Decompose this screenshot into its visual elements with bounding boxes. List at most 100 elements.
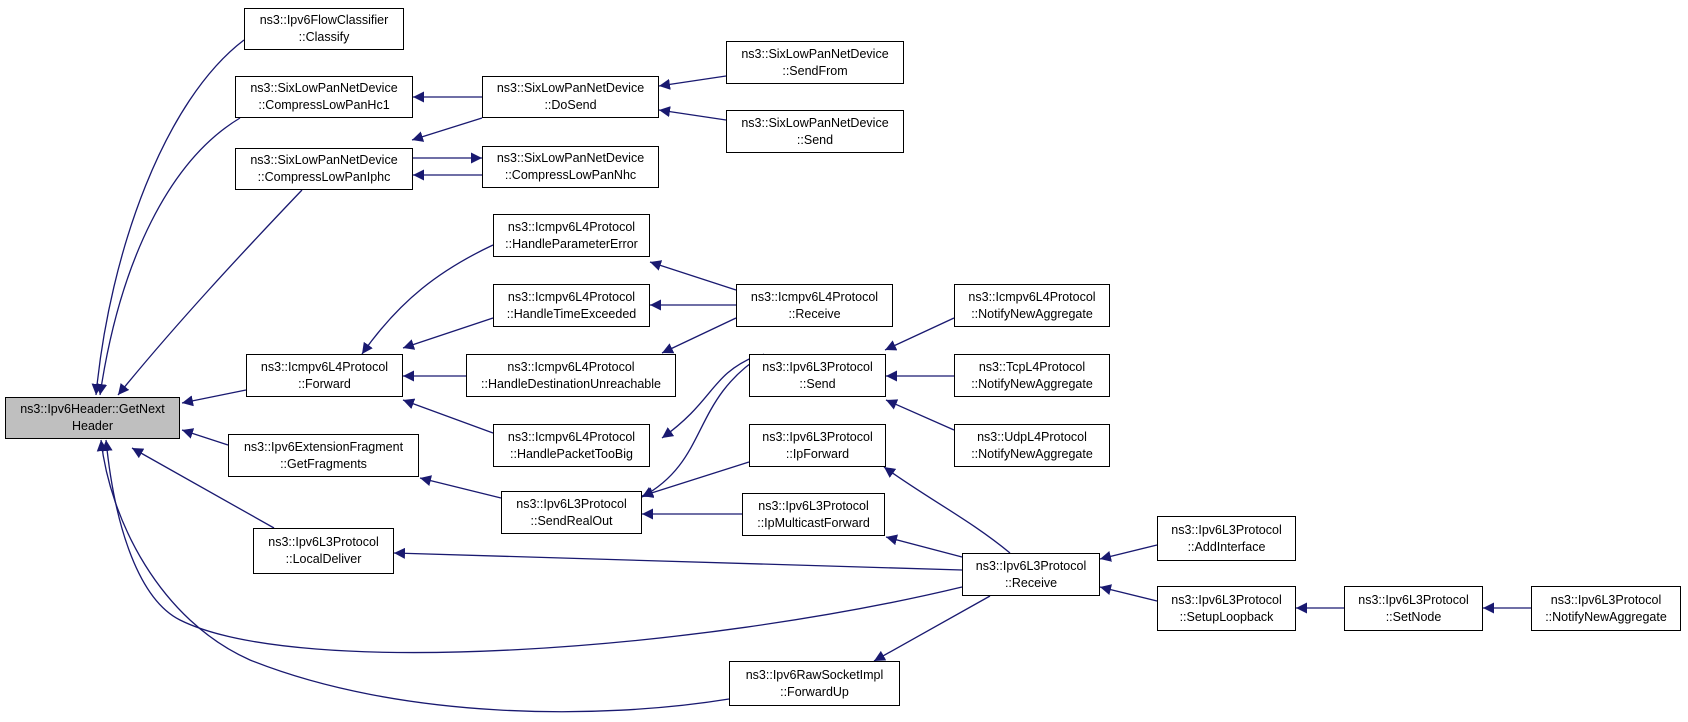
edge-hpe-to-forward: [361, 244, 494, 355]
node-label-line1: ns3::Icmpv6L4Protocol: [968, 289, 1096, 304]
node-sixlowpan-compresslowpanhc1[interactable]: ns3::SixLowPanNetDevice ::CompressLowPan…: [235, 76, 413, 118]
node-ipv6l3-ipforward[interactable]: ns3::Ipv6L3Protocol ::IpForward: [749, 424, 886, 467]
node-ipv6extensionfragment-getfragments[interactable]: ns3::Ipv6ExtensionFragment ::GetFragment…: [228, 434, 419, 477]
edge-l3recv-to-ipfwd: [883, 466, 1011, 554]
node-label-line2: ::DoSend: [544, 98, 597, 112]
node-label-line2: ::SetupLoopback: [1179, 609, 1274, 624]
node-ipv6header-getnextheader: ns3::Ipv6Header::GetNext Header: [5, 397, 180, 439]
node-label-line2: Header: [72, 419, 113, 433]
node-label-line1: ns3::SixLowPanNetDevice: [496, 81, 645, 95]
node-label-line2: ::HandleDestinationUnreachable: [481, 376, 661, 391]
node-ipv6l3-setuploopback[interactable]: ns3::Ipv6L3Protocol ::SetupLoopback: [1157, 586, 1296, 631]
edge-sendrealout-to-getfrag: [419, 475, 502, 499]
edge-l3receive-to-root: [101, 439, 963, 654]
node-label-line1: ns3::Ipv6L3Protocol: [1171, 592, 1282, 607]
node-label-line2: ::NotifyNewAggregate: [971, 306, 1093, 321]
node-label-line1: ns3::Ipv6L3Protocol: [762, 359, 873, 374]
node-icmpv6-forward[interactable]: ns3::Icmpv6L4Protocol ::Forward: [246, 354, 403, 397]
edge-nnaicmp-to-l3send: [884, 317, 955, 351]
edge-sendfrom-to-dosend: [658, 75, 727, 90]
node-tcpl4-notifynewaggregate[interactable]: ns3::TcpL4Protocol ::NotifyNewAggregate: [954, 354, 1110, 397]
node-sixlowpan-dosend[interactable]: ns3::SixLowPanNetDevice ::DoSend: [482, 76, 659, 118]
edge-addif-to-l3recv: [1099, 544, 1158, 562]
node-label-line1: ns3::Ipv6L3Protocol: [516, 496, 627, 511]
node-label-line2: ::IpForward: [785, 446, 850, 461]
node-icmpv6-handletimeexceeded[interactable]: ns3::Icmpv6L4Protocol ::HandleTimeExceed…: [493, 284, 650, 327]
node-label-line1: ns3::Icmpv6L4Protocol: [507, 289, 636, 304]
node-label-line1: ns3::Ipv6L3Protocol: [268, 535, 379, 549]
node-label-line2: ::HandleParameterError: [505, 236, 638, 251]
node-label-line2: ::NotifyNewAggregate: [1545, 609, 1667, 624]
node-ipv6rawsocketimpl-forwardup[interactable]: ns3::Ipv6RawSocketImpl ::ForwardUp: [729, 661, 900, 706]
node-label-line2: ::SendRealOut: [530, 513, 613, 528]
node-ipv6l3-send[interactable]: ns3::Ipv6L3Protocol ::Send: [749, 354, 886, 397]
edge-l3send-to-hptb: [661, 355, 757, 439]
node-label-line2: ::LocalDeliver: [285, 552, 362, 566]
node-label-line2: ::SendFrom: [782, 63, 848, 78]
edge-icmprecv-to-hpe: [649, 260, 737, 291]
node-label-line2: ::Forward: [298, 376, 351, 391]
node-label-line1: ns3::TcpL4Protocol: [978, 359, 1086, 374]
node-sixlowpan-send[interactable]: ns3::SixLowPanNetDevice ::Send: [726, 110, 904, 153]
node-sixlowpan-compresslowpaniphc[interactable]: ns3::SixLowPanNetDevice ::CompressLowPan…: [235, 148, 413, 190]
node-label-line2: ::CompressLowPanNhc: [504, 168, 637, 182]
node-flowclassifier-classify[interactable]: ns3::Ipv6FlowClassifier ::Classify: [244, 8, 404, 50]
node-label-line2: ::AddInterface: [1187, 539, 1266, 554]
edge-l3recv-to-ipmcfwd: [885, 534, 963, 558]
node-label-line2: ::NotifyNewAggregate: [971, 376, 1093, 391]
node-icmpv6-handledestinationunreachable[interactable]: ns3::Icmpv6L4Protocol ::HandleDestinatio…: [466, 354, 676, 397]
node-label-line2: ::CompressLowPanIphc: [257, 170, 391, 184]
edge-setuplb-to-l3recv: [1099, 584, 1158, 602]
node-label-line1: ns3::SixLowPanNetDevice: [741, 115, 889, 130]
node-label-line1: ns3::Icmpv6L4Protocol: [507, 429, 636, 444]
edge-ipfwd-to-sendrealout: [641, 461, 750, 498]
node-label-line2: ::Receive: [788, 306, 841, 321]
node-ipv6l3-sendrealout[interactable]: ns3::Ipv6L3Protocol ::SendRealOut: [501, 491, 642, 534]
edge-hptb-to-forward: [402, 398, 494, 434]
node-label-line2: ::Send: [799, 376, 836, 391]
node-ipv6l3-notifynewaggregate[interactable]: ns3::Ipv6L3Protocol ::NotifyNewAggregate: [1531, 586, 1681, 631]
node-label-line1: ns3::Ipv6ExtensionFragment: [243, 439, 404, 454]
node-label-line2: ::HandlePacketTooBig: [510, 446, 633, 461]
node-label-line1: ns3::SixLowPanNetDevice: [496, 151, 645, 165]
node-icmpv6-handleparametererror[interactable]: ns3::Icmpv6L4Protocol ::HandleParameterE…: [493, 214, 650, 257]
edge-hc1-to-root: [96, 117, 241, 396]
edge-getfragments-to-root: [181, 428, 229, 446]
node-ipv6l3-localdeliver[interactable]: ns3::Ipv6L3Protocol ::LocalDeliver: [253, 528, 394, 574]
edge-classify-to-root: [91, 39, 245, 396]
node-label-line1: ns3::SixLowPanNetDevice: [250, 153, 398, 167]
node-udpl4-notifynewaggregate[interactable]: ns3::UdpL4Protocol ::NotifyNewAggregate: [954, 424, 1110, 467]
node-label-line2: ::HandleTimeExceeded: [506, 306, 637, 321]
node-label-line2: ::CompressLowPanHc1: [258, 98, 390, 112]
edge-nnaudp-to-l3send: [885, 399, 955, 431]
node-icmpv6-notifynewaggregate[interactable]: ns3::Icmpv6L4Protocol ::NotifyNewAggrega…: [954, 284, 1110, 327]
node-label-line1: ns3::Icmpv6L4Protocol: [750, 289, 879, 304]
node-label-line1: ns3::Icmpv6L4Protocol: [507, 219, 636, 234]
edge-localdeliver-to-root: [131, 447, 275, 529]
node-label-line2: ::SetNode: [1385, 609, 1442, 624]
node-icmpv6-handlepackettoobig[interactable]: ns3::Icmpv6L4Protocol ::HandlePacketTooB…: [493, 424, 650, 467]
node-sixlowpan-sendfrom[interactable]: ns3::SixLowPanNetDevice ::SendFrom: [726, 41, 904, 84]
node-ipv6l3-ipmulticastforward[interactable]: ns3::Ipv6L3Protocol ::IpMulticastForward: [742, 493, 885, 536]
edge-hte-to-forward: [402, 317, 494, 350]
node-icmpv6-receive[interactable]: ns3::Icmpv6L4Protocol ::Receive: [736, 284, 893, 327]
edge-l3recv-to-localdeliver: [393, 547, 963, 571]
node-label-line1: ns3::Ipv6L3Protocol: [1358, 592, 1469, 607]
edge-icmprecv-to-hdu: [661, 317, 737, 354]
node-label-line1: ns3::Icmpv6L4Protocol: [260, 359, 389, 374]
node-label-line1: ns3::Ipv6RawSocketImpl: [745, 667, 884, 682]
edge-forward-to-root: [181, 389, 247, 407]
node-ipv6l3-addinterface[interactable]: ns3::Ipv6L3Protocol ::AddInterface: [1157, 516, 1296, 561]
edge-forwardup-to-root: [96, 439, 730, 713]
node-label-line2: ::GetFragments: [280, 456, 367, 471]
node-sixlowpan-compresslowpannhc[interactable]: ns3::SixLowPanNetDevice ::CompressLowPan…: [482, 146, 659, 188]
node-label-line2: ::Receive: [1004, 575, 1058, 590]
node-ipv6l3-setnode[interactable]: ns3::Ipv6L3Protocol ::SetNode: [1344, 586, 1483, 631]
node-label-line1: ns3::Ipv6FlowClassifier: [259, 13, 389, 27]
node-ipv6l3-receive[interactable]: ns3::Ipv6L3Protocol ::Receive: [962, 553, 1100, 596]
node-label-line1: ns3::Icmpv6L4Protocol: [507, 359, 635, 374]
edge-dosend-to-iphc: [411, 117, 483, 142]
node-label-line2: ::Classify: [298, 30, 350, 44]
